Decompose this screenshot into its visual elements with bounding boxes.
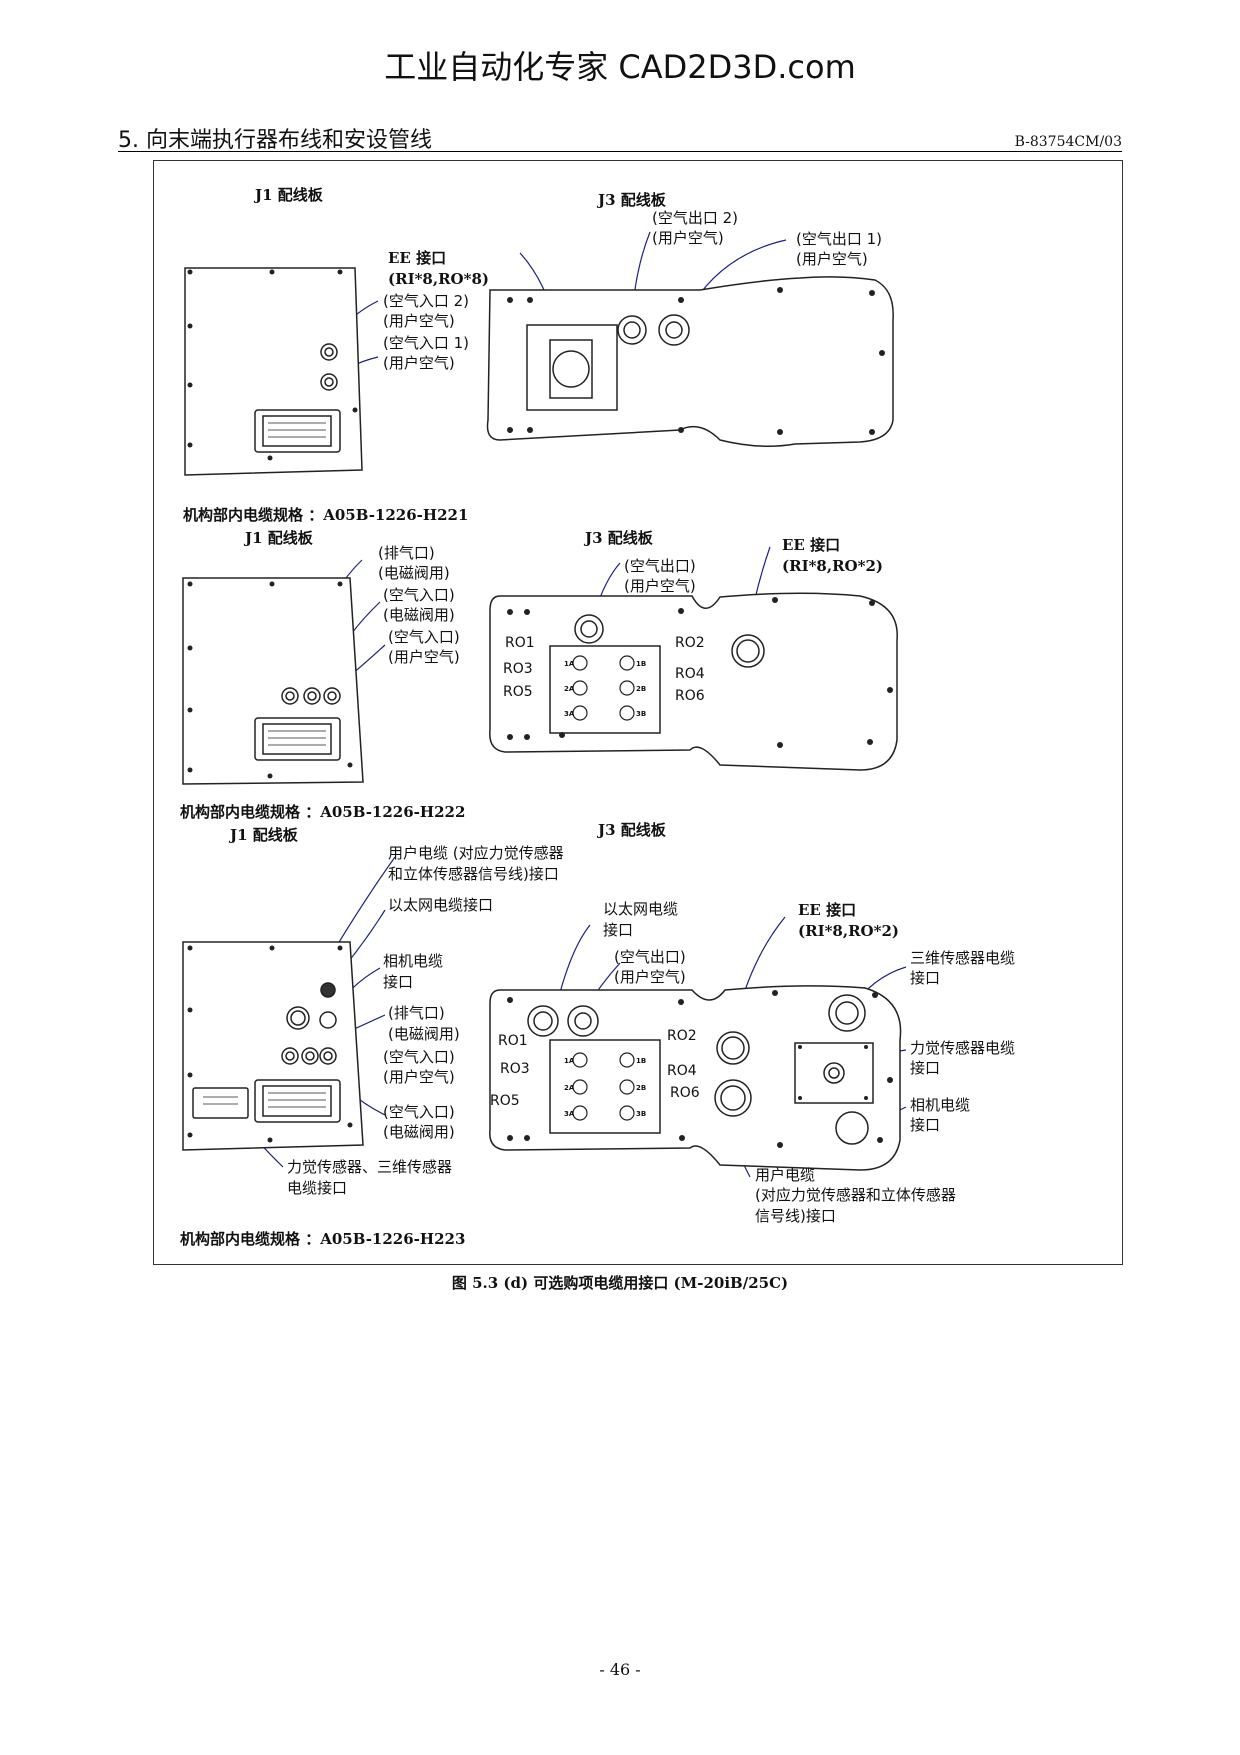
p3-j3-title: J3 配线板	[596, 821, 667, 839]
p2-port-3b: 3B	[636, 710, 646, 718]
p3-air-out-a: (空气出口)	[614, 948, 686, 966]
p3-port-2a: 2A	[564, 1084, 575, 1092]
p3-port-1b: 1B	[636, 1057, 646, 1065]
p1-ee-spec: (RI*8,RO*8)	[388, 270, 489, 288]
header-rule	[118, 151, 1122, 152]
p3-force-b: 接口	[910, 1059, 940, 1077]
p2-air-in-sol-a: (空气入口)	[383, 586, 455, 604]
watermark: 工业自动化专家 CAD2D3D.com	[384, 48, 856, 86]
p1-air-in1-b: (用户空气)	[383, 354, 455, 372]
p2-air-in-user-a: (空气入口)	[388, 628, 460, 646]
p2-port-3a: 3A	[564, 710, 575, 718]
p3-ee-port: EE 接口	[798, 901, 856, 919]
p3-user-cable-j3-a: 用户电缆	[755, 1166, 815, 1184]
p3-ro6: RO6	[670, 1085, 700, 1101]
section-title: 5. 向末端执行器布线和安设管线	[118, 128, 432, 153]
p3-port-3b: 3B	[636, 1110, 646, 1118]
p3-ro2: RO2	[667, 1028, 697, 1044]
p2-exhaust-a: (排气口)	[378, 544, 435, 562]
p2-ro1: RO1	[505, 635, 535, 651]
p3-force-a: 力觉传感器电缆	[910, 1039, 1015, 1057]
p3-ee-spec: (RI*8,RO*2)	[798, 922, 899, 940]
p3-exhaust-b: (电磁阀用)	[388, 1025, 460, 1043]
figure-frame	[153, 160, 1123, 1265]
p2-cable-spec: 机构部内电缆规格 ：A05B-1226-H222	[180, 803, 465, 821]
page-number: - 46 -	[599, 1660, 641, 1679]
p3-ro5: RO5	[490, 1093, 520, 1109]
p2-port-2b: 2B	[636, 685, 646, 693]
p2-air-out-b: (用户空气)	[624, 577, 696, 595]
p1-air-in1-a: (空气入口 1)	[383, 334, 469, 352]
p2-port-1a: 1A	[564, 660, 575, 668]
p3-camera-j3-a: 相机电缆	[910, 1096, 970, 1114]
p3-sensor3d-a: 三维传感器电缆	[910, 949, 1015, 967]
p3-port-2b: 2B	[636, 1084, 646, 1092]
p3-force3d-a: 力觉传感器、三维传感器	[287, 1158, 452, 1176]
p3-ro4: RO4	[667, 1063, 697, 1079]
p2-j3-title: J3 配线板	[583, 529, 654, 547]
p2-ro3: RO3	[503, 661, 533, 677]
p3-camera-j3-b: 接口	[910, 1116, 940, 1134]
p3-camera-b: 接口	[383, 973, 413, 991]
p3-j1-title: J1 配线板	[228, 826, 299, 844]
p1-air-out1-b: (用户空气)	[796, 250, 868, 268]
p1-air-out1-a: (空气出口 1)	[796, 230, 882, 248]
p1-air-out2-a: (空气出口 2)	[652, 209, 738, 227]
p2-air-out-a: (空气出口)	[624, 557, 696, 575]
p2-ro6: RO6	[675, 688, 705, 704]
p3-air-in-user-a: (空气入口)	[383, 1048, 455, 1066]
p2-ee-port: EE 接口	[782, 536, 840, 554]
p1-j3-title: J3 配线板	[596, 191, 667, 209]
p3-force3d-b: 电缆接口	[287, 1179, 347, 1197]
p3-air-in-sol-a: (空气入口)	[383, 1103, 455, 1121]
p3-ethernet-port: 以太网电缆接口	[388, 896, 493, 914]
p3-cable-spec: 机构部内电缆规格 ：A05B-1226-H223	[180, 1230, 465, 1248]
p2-ro5: RO5	[503, 684, 533, 700]
p1-air-in2-b: (用户空气)	[383, 312, 455, 330]
p3-user-cable-b: 和立体传感器信号线)接口	[388, 865, 559, 883]
p2-port-1b: 1B	[636, 660, 646, 668]
p3-ro3: RO3	[500, 1061, 530, 1077]
p1-air-out2-b: (用户空气)	[652, 229, 724, 247]
p3-camera-a: 相机电缆	[383, 952, 443, 970]
p2-port-2a: 2A	[564, 685, 575, 693]
p2-exhaust-b: (电磁阀用)	[378, 564, 450, 582]
p3-exhaust-a: (排气口)	[388, 1004, 445, 1022]
p2-air-in-sol-b: (电磁阀用)	[383, 606, 455, 624]
p2-ee-spec: (RI*8,RO*2)	[782, 557, 883, 575]
p3-port-1a: 1A	[564, 1057, 575, 1065]
figure-caption: 图 5.3 (d) 可选购项电缆用接口 (M-20iB/25C)	[451, 1274, 789, 1292]
p2-air-in-user-b: (用户空气)	[388, 648, 460, 666]
p1-air-in2-a: (空气入口 2)	[383, 292, 469, 310]
p3-port-3a: 3A	[564, 1110, 575, 1118]
p1-cable-spec: 机构部内电缆规格 ：A05B-1226-H221	[183, 506, 468, 524]
p3-air-in-user-b: (用户空气)	[383, 1068, 455, 1086]
p3-air-out-b: (用户空气)	[614, 968, 686, 986]
document-number: B-83754CM/03	[1014, 134, 1122, 150]
p3-ro1: RO1	[498, 1033, 528, 1049]
p3-eth-j3-b: 接口	[603, 921, 633, 939]
p3-sensor3d-b: 接口	[910, 969, 940, 987]
p3-eth-j3-a: 以太网电缆	[603, 900, 678, 918]
p1-ee-port: EE 接口	[388, 249, 446, 267]
p2-ro2: RO2	[675, 635, 705, 651]
p1-j1-title: J1 配线板	[253, 186, 324, 204]
p3-user-cable-j3-c: 信号线)接口	[755, 1207, 836, 1225]
p3-user-cable-j3-b: (对应力觉传感器和立体传感器	[755, 1186, 956, 1204]
p2-j1-title: J1 配线板	[243, 529, 314, 547]
p2-ro4: RO4	[675, 666, 705, 682]
p3-air-in-sol-b: (电磁阀用)	[383, 1123, 455, 1141]
p3-user-cable-a: 用户电缆 (对应力觉传感器	[388, 844, 564, 862]
